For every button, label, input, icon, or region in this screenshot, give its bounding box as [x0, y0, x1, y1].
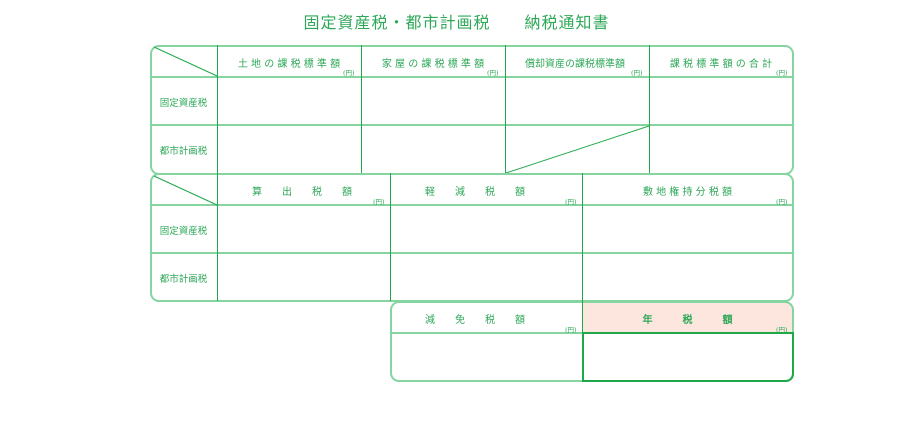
divider — [391, 332, 583, 334]
divider — [217, 173, 218, 301]
divider — [505, 45, 506, 174]
row-label-city-planning-tax: 都市計画税 — [159, 146, 208, 157]
house-fixed-asset-value — [363, 78, 504, 124]
header-calculated-tax: 算 出 税 額 — [252, 187, 352, 198]
house-city-planning-value — [363, 126, 504, 172]
row-label-fixed-asset-tax: 固定資産税 — [159, 226, 208, 237]
annual-tax-header-highlight — [583, 302, 792, 333]
unit-label: (円) — [343, 69, 355, 77]
calculated-fixed-asset-tax — [219, 206, 389, 252]
divider — [217, 45, 218, 174]
divider — [151, 204, 793, 206]
header-land-tax-base: 土 地 の 課 税 標 準 額 — [237, 59, 341, 70]
header-annual-tax: 年 税 額 — [642, 315, 733, 326]
divider — [151, 252, 793, 254]
header-site-right-share-tax: 敷 地 権 持 分 税 額 — [642, 187, 733, 198]
divider — [582, 173, 583, 301]
land-fixed-asset-value — [219, 78, 360, 124]
row-label-fixed-asset-tax: 固定資産税 — [159, 98, 208, 109]
reduced-fixed-asset-tax — [392, 206, 581, 252]
divider — [361, 45, 362, 174]
total-city-planning-value — [651, 126, 792, 172]
document-title: 固定資産税・都市計画税 納税通知書 — [303, 13, 610, 32]
depreciable-fixed-asset-value — [507, 78, 648, 124]
header-total-tax-base: 課 税 標 準 額 の 合 計 — [669, 59, 773, 70]
divider — [649, 45, 650, 174]
unit-label: (円) — [776, 69, 788, 77]
unit-label: (円) — [565, 198, 577, 206]
land-city-planning-value — [219, 126, 360, 172]
header-depreciable-asset-tax-base: 償却資産の課税標準額 — [525, 59, 625, 70]
corner-diagonal — [153, 175, 218, 206]
site-share-city-planning-tax — [584, 254, 792, 300]
total-fixed-asset-value — [651, 78, 792, 124]
header-house-tax-base: 家 屋 の 課 税 標 準 額 — [381, 59, 485, 70]
reduced-city-planning-tax — [392, 254, 581, 300]
unit-label: (円) — [487, 69, 499, 77]
unit-label: (円) — [631, 69, 643, 77]
header-reduced-tax: 軽 減 税 額 — [425, 187, 525, 198]
unit-label: (円) — [776, 326, 788, 334]
unit-label: (円) — [565, 326, 577, 334]
divider — [151, 124, 793, 126]
row-label-city-planning-tax: 都市計画税 — [159, 274, 208, 285]
unit-label: (円) — [373, 198, 385, 206]
annual-tax-value — [585, 335, 791, 380]
divider — [390, 173, 391, 301]
corner-diagonal — [153, 46, 218, 77]
annual-tax-value-box — [582, 332, 794, 382]
site-share-fixed-asset-tax — [584, 206, 792, 252]
unit-label: (円) — [776, 198, 788, 206]
header-exemption-tax: 減 免 税 額 — [425, 315, 525, 326]
calculated-city-planning-tax — [219, 254, 389, 300]
exemption-tax-value — [392, 335, 581, 380]
divider — [151, 76, 793, 78]
not-applicable-diagonal — [505, 125, 650, 174]
